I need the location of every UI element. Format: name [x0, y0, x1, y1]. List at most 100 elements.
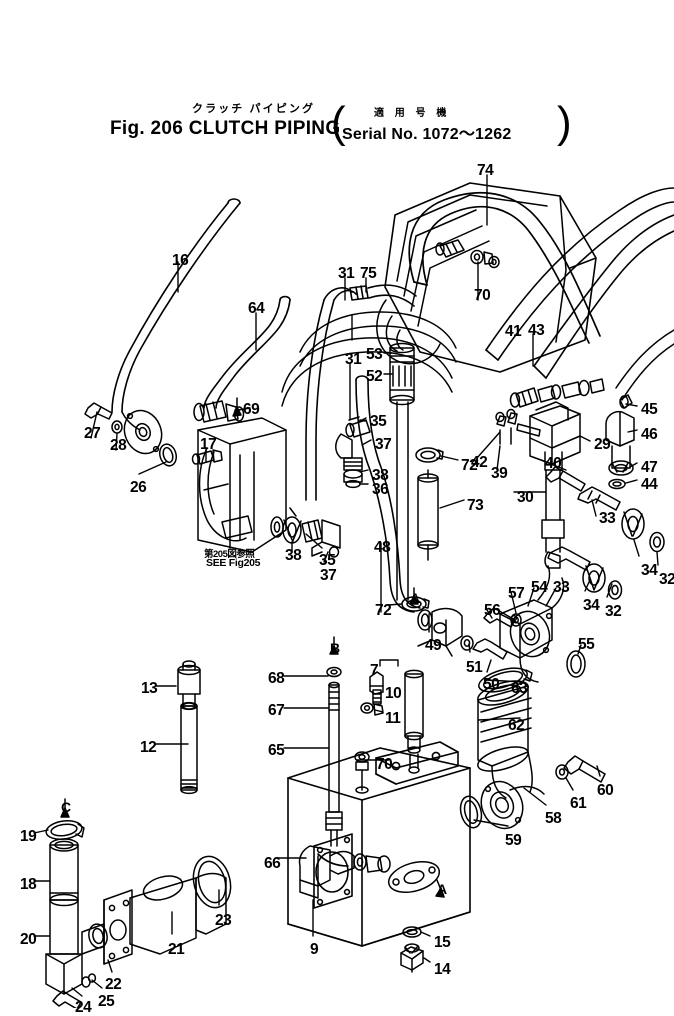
title-japanese-caption: クラッチ パイピング — [192, 103, 316, 115]
pipe-48 — [355, 375, 421, 613]
oring-59 — [459, 795, 483, 829]
oring-55 — [566, 650, 586, 678]
callout-number-35: 35 — [319, 552, 336, 569]
callout-number-45: 45 — [641, 401, 658, 418]
mount-plate-22 — [81, 889, 133, 965]
housing-21 — [129, 855, 232, 955]
callout-number-50: 50 — [483, 676, 500, 693]
callout-number-48: 48 — [374, 539, 391, 556]
callout-number-12: 12 — [140, 739, 157, 756]
parts-45-46-47-44 — [605, 394, 635, 490]
hardware-60-61 — [555, 755, 606, 783]
callout-number-54: 54 — [531, 579, 548, 596]
callout-number-53: 53 — [366, 346, 383, 363]
callout-number-56: 56 — [484, 602, 501, 619]
callout-number-34: 34 — [641, 562, 658, 579]
flange-16 — [121, 409, 163, 455]
callout-number-34: 34 — [583, 597, 600, 614]
callout-number-33: 33 — [553, 579, 570, 596]
section-marker-b: B — [330, 640, 341, 656]
plug-14-15 — [400, 926, 424, 973]
callout-number-30: 30 — [517, 489, 534, 506]
callout-number-58: 58 — [545, 810, 562, 827]
callout-number-39: 39 — [491, 465, 508, 482]
callout-number-33: 33 — [599, 510, 616, 527]
clutch-housing-body — [376, 182, 597, 373]
clamp-19 — [45, 819, 85, 841]
callout-number-47: 47 — [641, 459, 658, 476]
callout-number-70: 70 — [376, 756, 393, 773]
callout-number-19: 19 — [20, 828, 37, 845]
callout-number-55: 55 — [578, 636, 595, 653]
hose-16 — [111, 198, 241, 413]
hardware-11 — [360, 702, 384, 716]
hardware-24-25 — [52, 973, 97, 1008]
callout-number-36: 36 — [372, 481, 389, 498]
callout-number-35: 35 — [370, 413, 387, 430]
callout-number-21: 21 — [168, 941, 185, 958]
callout-number-13: 13 — [141, 680, 158, 697]
pipe-74-coupling — [435, 239, 465, 258]
callout-number-31: 31 — [338, 265, 355, 282]
callout-number-42: 42 — [471, 454, 488, 471]
section-marker-a: A — [437, 881, 448, 897]
pump-body-left — [197, 417, 287, 553]
hose-assembly-62 — [477, 667, 533, 799]
callout-number-62: 62 — [508, 717, 525, 734]
callout-number-60: 60 — [597, 782, 614, 799]
serial-japanese-label: 適 用 号 機 — [374, 108, 451, 119]
callout-number-27: 27 — [84, 425, 101, 442]
callout-number-29: 29 — [594, 436, 611, 453]
callout-number-46: 46 — [641, 426, 658, 443]
bolts-56-57 — [483, 607, 522, 628]
callout-number-65: 65 — [268, 742, 285, 759]
callout-number-41: 41 — [505, 323, 522, 340]
rod-65-67 — [325, 666, 343, 847]
callout-number-44: 44 — [641, 476, 658, 493]
hardware-10 — [369, 671, 384, 705]
callout-number-14: 14 — [434, 961, 451, 978]
callout-number-26: 26 — [130, 479, 147, 496]
filter-52-53 — [389, 342, 415, 601]
parts-33-34-32-right — [577, 486, 665, 553]
breather-18-20 — [45, 838, 83, 995]
callout-number-32: 32 — [605, 603, 622, 620]
callout-number-72: 72 — [375, 602, 392, 619]
callout-number-57: 57 — [508, 585, 525, 602]
serial-range-label: Serial No. 1072〜1262 — [342, 126, 512, 143]
paren-right-glyph: ) — [557, 98, 572, 147]
callout-number-38: 38 — [285, 547, 302, 564]
callout-number-18: 18 — [20, 876, 37, 893]
callout-number-63: 63 — [511, 680, 528, 697]
callout-number-59: 59 — [505, 832, 522, 849]
page-title: Fig. 206 CLUTCH PIPING — [110, 118, 341, 139]
pipe-64 — [203, 295, 291, 409]
manifold-29 — [529, 401, 581, 471]
callout-number-61: 61 — [570, 795, 587, 812]
leader-lines — [33, 174, 659, 997]
callout-number-20: 20 — [20, 931, 37, 948]
callout-number-10: 10 — [385, 685, 402, 702]
hardware-27-28-26 — [84, 402, 178, 467]
callout-number-70: 70 — [474, 287, 491, 304]
pipe-30 — [541, 469, 565, 569]
fittings-right-row — [509, 378, 605, 408]
parts-33-34-32-lower — [547, 546, 623, 600]
fitting-70-group — [470, 249, 500, 269]
callout-number-31: 31 — [345, 351, 362, 368]
hardware-70-tank — [354, 751, 370, 794]
callout-number-37: 37 — [375, 436, 392, 453]
callout-number-17: 17 — [200, 436, 217, 453]
callout-number-68: 68 — [268, 670, 285, 687]
section-arrow-stems — [64, 397, 442, 891]
section-marker-c: C — [61, 799, 72, 815]
elbow-66 — [298, 845, 391, 899]
callout-number-38: 38 — [372, 467, 389, 484]
callout-number-9: 9 — [310, 941, 319, 958]
callout-number-66: 66 — [264, 855, 281, 872]
callout-number-23: 23 — [215, 912, 232, 929]
callout-number-7: 7 — [370, 662, 379, 679]
see-fig-note-english: SEE Fig205 — [206, 557, 261, 569]
hardware-41-42-39 — [495, 408, 541, 445]
